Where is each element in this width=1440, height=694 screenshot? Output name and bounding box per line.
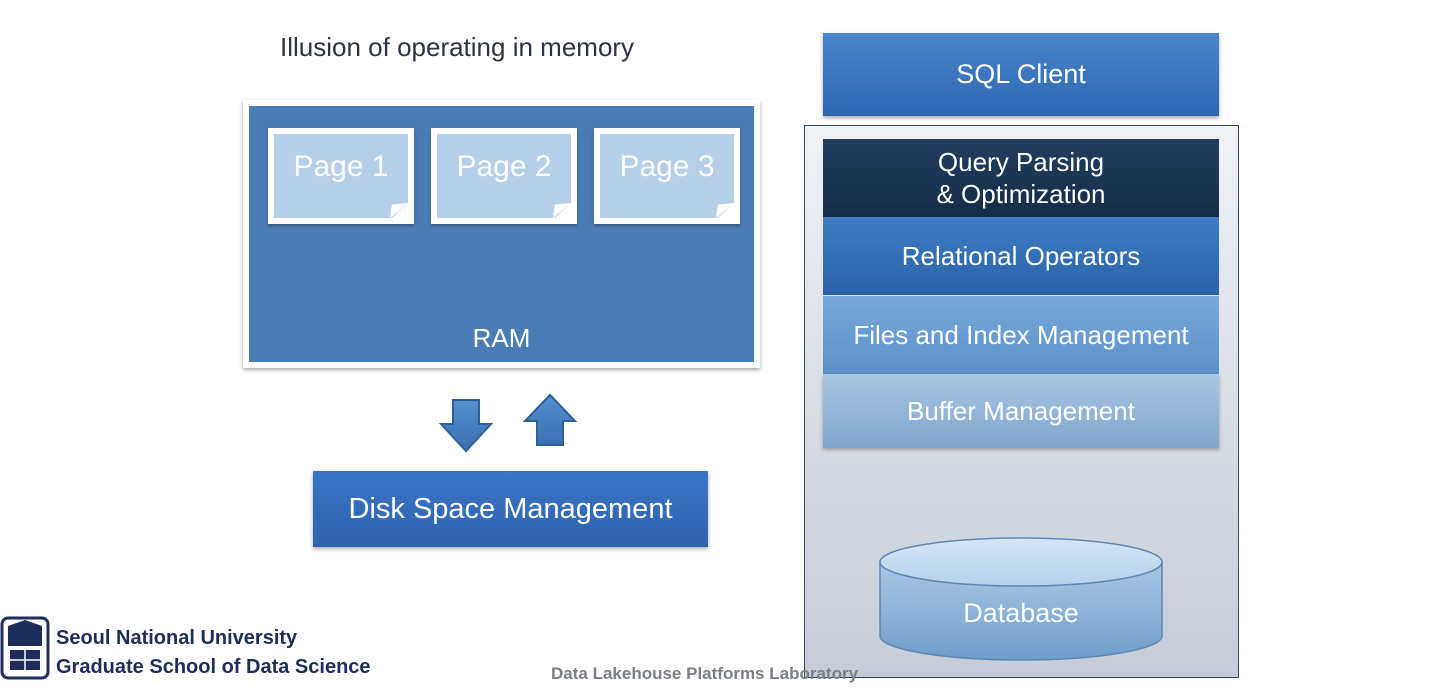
page-2-sheet [437,134,571,218]
query-parsing-layer: Query Parsing & Optimization [823,139,1219,217]
relational-operators-layer: Relational Operators [823,217,1219,295]
up-arrow-icon [522,393,578,446]
university-seal-icon [0,616,50,680]
buffer-management-layer: Buffer Management [823,374,1219,448]
ram-block: Page 1 Page 2 Page 3 RAM [243,100,760,368]
page-3-label: Page 3 [619,150,715,183]
disk-space-management-box: Disk Space Management [313,471,708,547]
sql-client-box: SQL Client [823,33,1219,116]
page-3-card: Page 3 [594,128,740,224]
ram-label: RAM [472,323,531,353]
page-1-card: Page 1 [268,128,414,224]
page-2-label: Page 2 [456,150,552,183]
university-name: Seoul National University [56,627,298,649]
query-parsing-line2: & Optimization [936,179,1106,209]
page-3-sheet [600,134,734,218]
query-parsing-line1: Query Parsing [937,147,1105,177]
page-2-card: Page 2 [431,128,577,224]
school-name: Graduate School of Data Science [56,656,371,678]
page-1-sheet [274,134,408,218]
lab-name: Data Lakehouse Platforms Laboratory [551,664,859,683]
page-1-label: Page 1 [293,150,389,183]
ram-area: Page 1 Page 2 Page 3 RAM [249,106,754,362]
database-cylinder-icon [879,537,1163,661]
down-arrow-icon [438,399,494,453]
illusion-title: Illusion of operating in memory [280,32,635,62]
files-index-management-layer: Files and Index Management [823,296,1219,374]
database-label: Database [963,598,1079,628]
